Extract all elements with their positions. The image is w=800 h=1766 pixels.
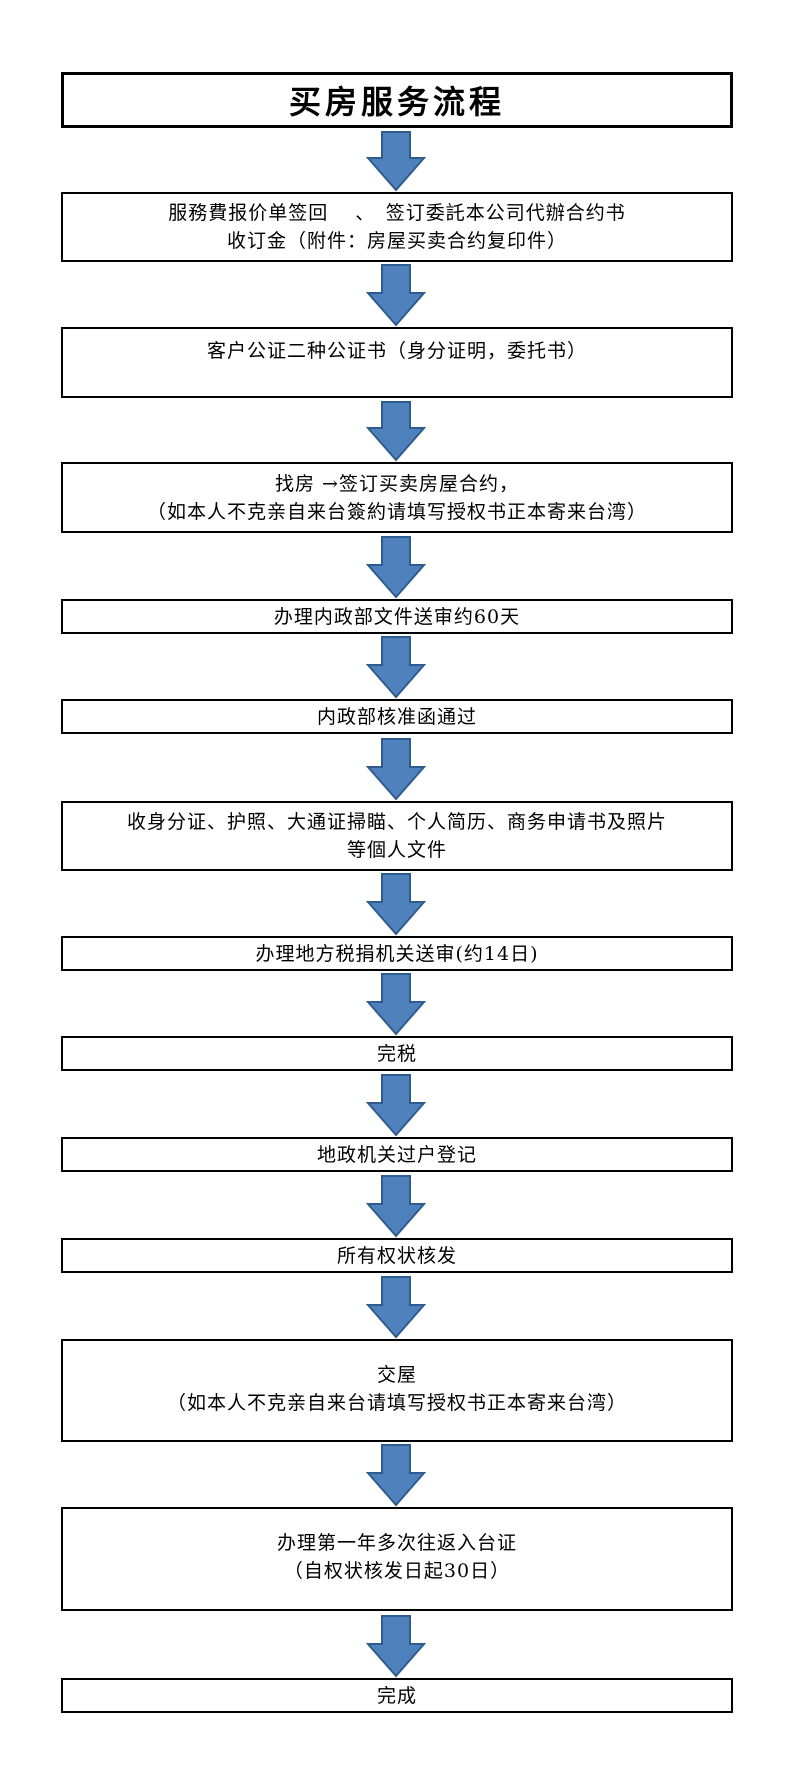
arrow-down-icon: [366, 1275, 426, 1339]
step-box: 收身分证、护照、大通证掃瞄、个人简历、商务申请书及照片 等個人文件: [61, 801, 733, 871]
step-text: 交屋: [376, 1364, 417, 1386]
arrow-down-icon: [366, 872, 426, 936]
step-box: 办理第一年多次往返入台证 （自权状核发日起30日）: [61, 1507, 733, 1611]
arrow-down-icon: [366, 737, 426, 801]
arrow-down-icon: [366, 1614, 426, 1678]
step-text: （如本人不克亲自来台请填写授权书正本寄来台湾）: [166, 1392, 627, 1414]
step-box: 所有权状核发: [61, 1238, 733, 1273]
arrow-down-icon: [366, 1174, 426, 1238]
arrow-down-icon: [366, 972, 426, 1036]
page-title: 买房服务流程: [288, 83, 505, 121]
arrow-down-icon: [366, 400, 426, 462]
step-text: 办理内政部文件送审约60天: [273, 605, 521, 628]
step-text: （如本人不克亲自来台簽約请填写授权书正本寄来台湾）: [146, 500, 647, 523]
step-text: 完税: [376, 1042, 417, 1065]
step-text: 服務費报价单签回 、 签订委託本公司代辦合约书: [168, 202, 626, 224]
step-text: 找房 →签订买卖房屋合约，: [275, 472, 519, 495]
step-text: 办理第一年多次往返入台证: [276, 1532, 517, 1554]
step-box: 客户公证二种公证书（身分证明，委托书）: [61, 327, 733, 398]
step-text: 办理地方税捐机关送审(约14日): [255, 942, 539, 965]
step-text: 地政机关过户登记: [316, 1143, 477, 1166]
step-text: 等個人文件: [346, 839, 447, 861]
step-box: 内政部核准函通过: [61, 699, 733, 734]
step-box: 找房 →签订买卖房屋合约， （如本人不克亲自来台簽約请填写授权书正本寄来台湾）: [61, 462, 733, 533]
step-box: 服務費报价单签回 、 签订委託本公司代辦合约书 收订金（附件：房屋买卖合约复印件…: [61, 192, 733, 262]
step-box: 办理地方税捐机关送审(约14日): [61, 936, 733, 971]
arrow-down-icon: [366, 535, 426, 599]
arrow-down-icon: [366, 1073, 426, 1137]
arrow-down-icon: [366, 263, 426, 327]
arrow-down-icon: [366, 1443, 426, 1507]
step-box: 地政机关过户登记: [61, 1137, 733, 1172]
arrow-down-icon: [366, 635, 426, 699]
arrow-down-icon: [366, 130, 426, 192]
title-box: 买房服务流程: [61, 72, 733, 128]
step-box: 完成: [61, 1678, 733, 1713]
step-text: 客户公证二种公证书（身分证明，委托书）: [206, 340, 587, 362]
step-text: 收身分证、护照、大通证掃瞄、个人简历、商务申请书及照片: [126, 811, 667, 833]
step-text: 内政部核准函通过: [316, 705, 477, 728]
step-box: 办理内政部文件送审约60天: [61, 599, 733, 634]
step-box: 交屋 （如本人不克亲自来台请填写授权书正本寄来台湾）: [61, 1339, 733, 1442]
step-text: 完成: [376, 1684, 417, 1707]
step-text: （自权状核发日起30日）: [283, 1560, 511, 1582]
step-text: 收订金（附件：房屋买卖合约复印件）: [226, 230, 567, 252]
step-box: 完税: [61, 1036, 733, 1071]
step-text: 所有权状核发: [336, 1244, 457, 1267]
